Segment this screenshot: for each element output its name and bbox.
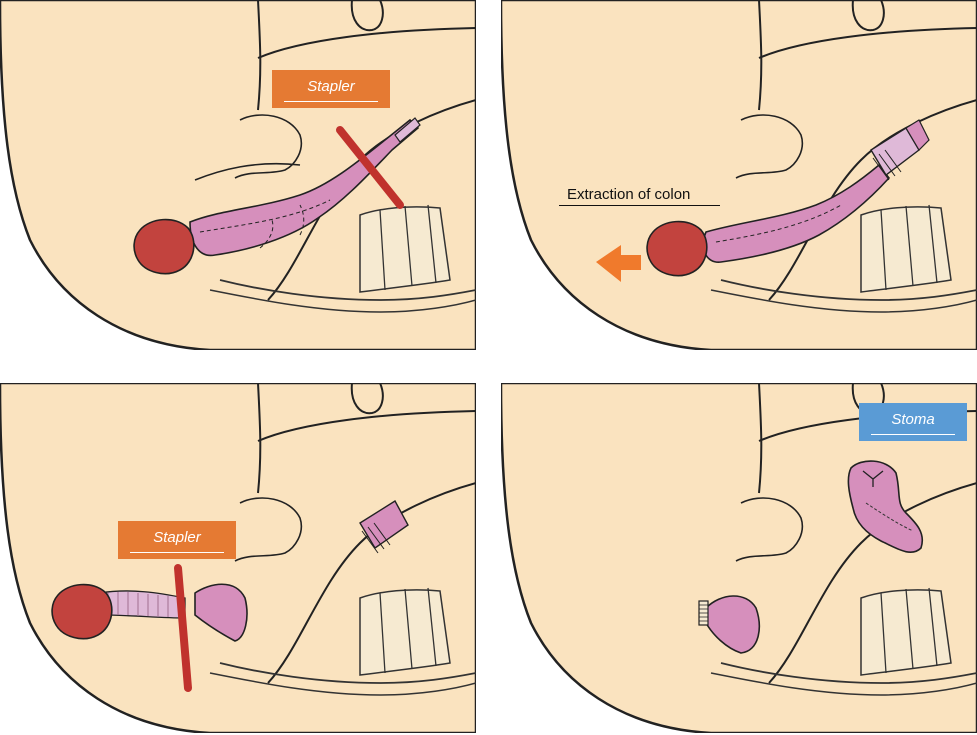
panel-stapler-transection: Stapler	[0, 0, 476, 350]
stapler-label: Stapler	[118, 521, 236, 559]
stoma-label-text: Stoma	[859, 403, 967, 428]
stapler-label: Stapler	[272, 70, 390, 108]
panel-extraction: Extraction of colon	[501, 0, 977, 350]
extraction-label: Extraction of colon	[567, 186, 690, 203]
label-underline	[130, 552, 224, 553]
pelvis-illustration	[0, 383, 476, 733]
stoma-label: Stoma	[859, 403, 967, 441]
pelvis-illustration	[501, 0, 977, 350]
stapler-label-text: Stapler	[272, 70, 390, 95]
label-underline	[284, 101, 378, 102]
label-underline	[871, 434, 955, 435]
stapler-label-text: Stapler	[118, 521, 236, 546]
extraction-label-text: Extraction of colon	[567, 186, 690, 203]
panel-distal-stapler: Stapler	[0, 383, 476, 733]
label-underline	[559, 205, 720, 206]
pelvis-illustration	[0, 0, 476, 350]
panel-stoma: Stoma	[501, 383, 977, 733]
